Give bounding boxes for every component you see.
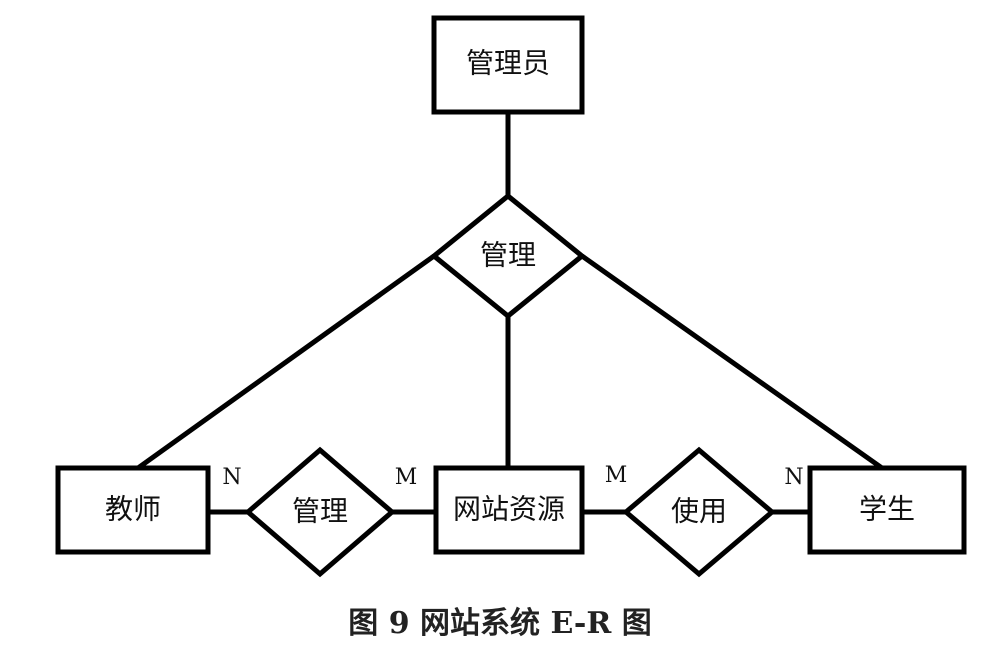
entity-student-label: 学生 xyxy=(859,493,915,526)
cardinality-student: N xyxy=(784,465,803,490)
relationship-use-label: 使用 xyxy=(671,495,727,528)
cardinality-resource-right: M xyxy=(605,463,628,488)
entity-admin[interactable]: 管理员 xyxy=(431,15,585,115)
relationship-manage-left-label: 管理 xyxy=(292,495,348,528)
relationship-manage-top-label: 管理 xyxy=(480,239,536,272)
relationship-use[interactable]: 使用 xyxy=(622,446,776,578)
entity-resource-label: 网站资源 xyxy=(453,493,565,526)
entity-teacher[interactable]: 教师 xyxy=(55,465,211,555)
relationship-manage-top[interactable]: 管理 xyxy=(430,192,586,320)
entity-admin-label: 管理员 xyxy=(466,47,550,80)
figure-caption: 图 9 网站系统 E-R 图 xyxy=(348,606,652,641)
entity-teacher-label: 教师 xyxy=(105,493,161,526)
cardinality-teacher: N xyxy=(222,465,241,490)
relationship-manage-left[interactable]: 管理 xyxy=(244,446,396,578)
entity-student[interactable]: 学生 xyxy=(807,465,967,555)
edge-manage-teacher xyxy=(136,253,436,471)
edge-manage-student xyxy=(580,253,884,471)
entity-resource[interactable]: 网站资源 xyxy=(433,465,585,555)
cardinality-resource-left: M xyxy=(395,465,418,490)
